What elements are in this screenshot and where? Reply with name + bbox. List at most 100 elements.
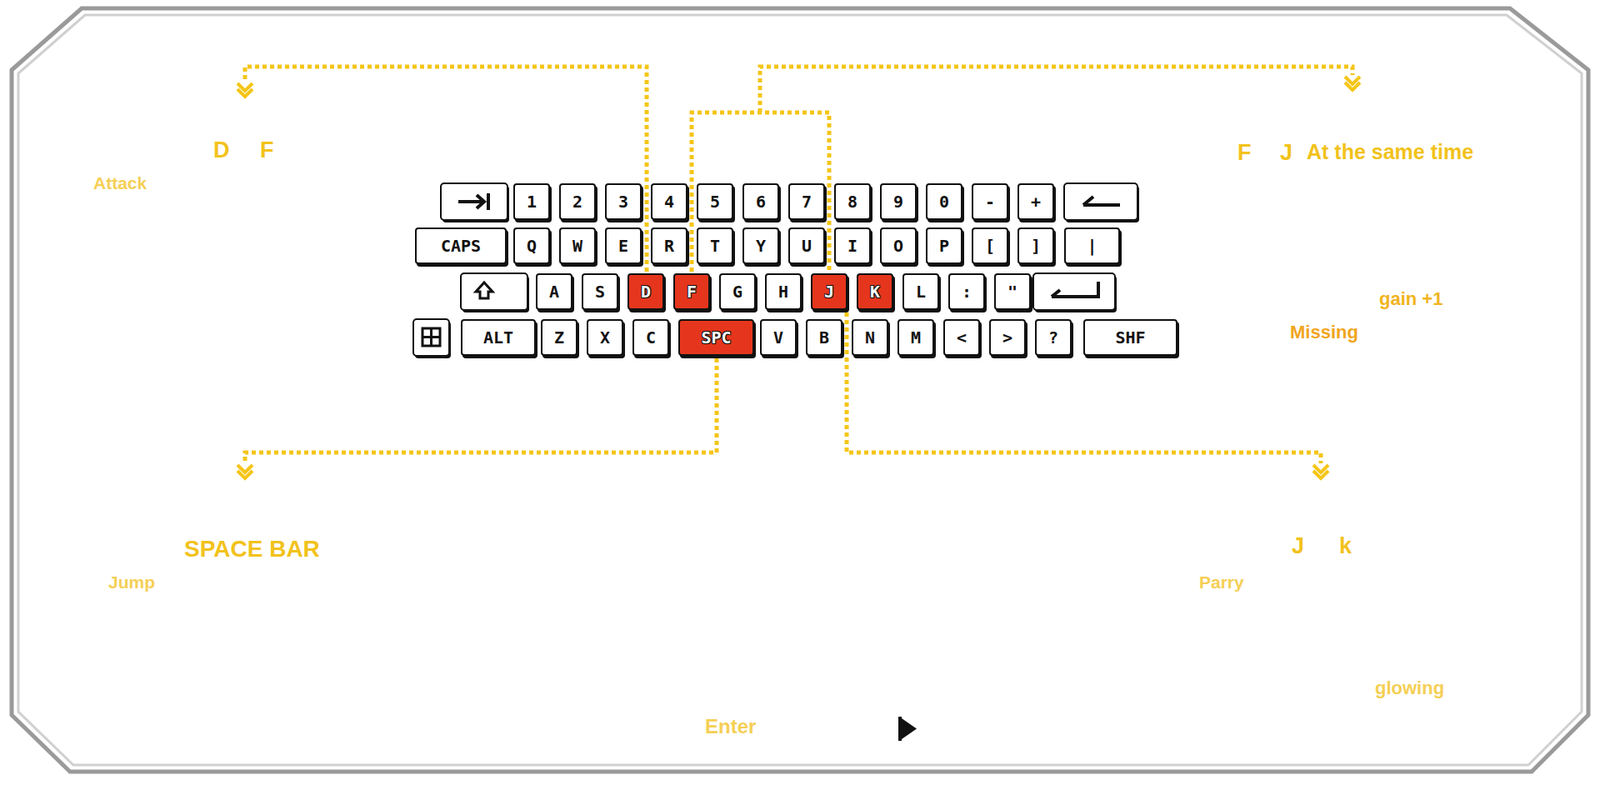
keyboard-key: A [535,273,573,310]
key-label: 0 [939,191,950,212]
key-name: J [1291,533,1305,560]
key-label: G [732,281,743,302]
keyboard-key: ] [1017,227,1055,265]
keyboard-key: P [925,227,963,265]
keyboard-key: T [696,227,734,265]
key-label: 4 [664,191,675,212]
keyboard-key: O [880,227,917,265]
keyboard-key: 1 [513,183,550,220]
arrowheads [237,76,1360,479]
key-label: 8 [847,191,858,212]
keyboard-key: M [897,319,935,356]
key-label: 7 [801,191,812,212]
keyboard-key: I [834,227,871,265]
key-label: > [1002,327,1013,348]
hint-text: At the same time [1306,140,1474,165]
keyboard-key: < [943,319,980,356]
keyboard-key: B [805,319,843,356]
key-label: 5 [710,191,720,212]
key-name: F [260,137,275,164]
key-label: I [847,235,858,256]
keyboard-key: [ [971,227,1009,265]
keyboard-key: Y [742,227,780,265]
keyboard-key: | [1064,227,1120,265]
keyboard-key: 3 [605,183,642,220]
keyboard-key: 6 [742,183,780,220]
keyboard-key: U [788,227,825,265]
action-name: Parry [1199,572,1245,593]
keyboard-key: X [586,319,624,356]
hint-text: glowing [1375,677,1445,700]
key-label: C [645,327,656,348]
key-label: W [572,235,583,256]
keyboard-key: 8 [834,183,871,220]
key-label: Q [526,235,537,256]
key-label: 6 [755,191,766,212]
keyboard-key: R [650,227,688,265]
shift-key [460,273,530,313]
key-label: [ [985,235,995,256]
keyboard-key: S [581,273,619,310]
windows-key [413,319,451,359]
highlighted-key: J [810,273,848,310]
keyboard-key: H [765,273,802,310]
keyboard-key: CAPS [415,227,507,265]
key-label: + [1030,191,1041,212]
key-name: SPACE BAR [184,535,320,563]
key-label: 2 [572,191,583,212]
key-label: D [640,281,651,302]
keyboard-key: 9 [880,183,917,220]
keyboard-key: ALT [460,319,536,356]
key-label: J [824,281,835,302]
key-label: ALT [483,327,514,348]
key-label: L [915,281,926,302]
key-label: E [618,235,629,256]
tab-key [440,183,510,223]
keyboard-key: Q [513,227,550,265]
keyboard-key: " [994,273,1031,310]
keyboard-key: SHF [1083,319,1178,356]
keyboard-key: C [632,319,670,356]
keyboard-key: > [989,319,1026,356]
action-name: Attack [93,173,147,194]
highlighted-key: K [856,273,894,310]
key-label: ? [1048,327,1059,348]
key-label: | [1086,235,1097,256]
highlighted-key: F [673,273,710,310]
play-icon [898,716,917,741]
keyboard-key: 2 [559,183,596,220]
key-label: : [961,281,972,302]
key-label: K [870,281,880,302]
hint-text: gain +1 [1379,288,1443,310]
key-label: 3 [618,191,629,212]
key-label: S [595,281,605,302]
keyboard-key: G [719,273,756,310]
key-label: < [956,327,967,348]
highlighted-key: SPC [678,319,755,356]
enter-key [1033,273,1117,313]
key-label: CAPS [440,235,481,256]
key-label: B [819,327,830,348]
key-label: Y [755,235,766,256]
key-label: - [985,191,995,212]
key-label: X [600,327,610,348]
key-label: F [686,281,697,302]
key-name: F [1237,140,1252,166]
key-label: SHF [1115,327,1145,348]
key-name: D [213,137,230,164]
keyboard-key: W [559,227,596,265]
keyboard-key: V [760,319,797,356]
key-label: A [549,281,560,302]
key-label: SPC [700,327,731,348]
key-label: " [1007,281,1018,302]
key-label: O [893,235,904,256]
backspace-key [1064,183,1140,223]
keyboard-key: N [851,319,889,356]
keyboard-key: 0 [925,183,963,220]
key-label: 9 [893,191,904,212]
screen-frame-inner [18,15,1582,765]
key-label: V [773,327,784,348]
highlighted-key: D [627,273,665,310]
continue-prompt: Enter [705,715,756,739]
